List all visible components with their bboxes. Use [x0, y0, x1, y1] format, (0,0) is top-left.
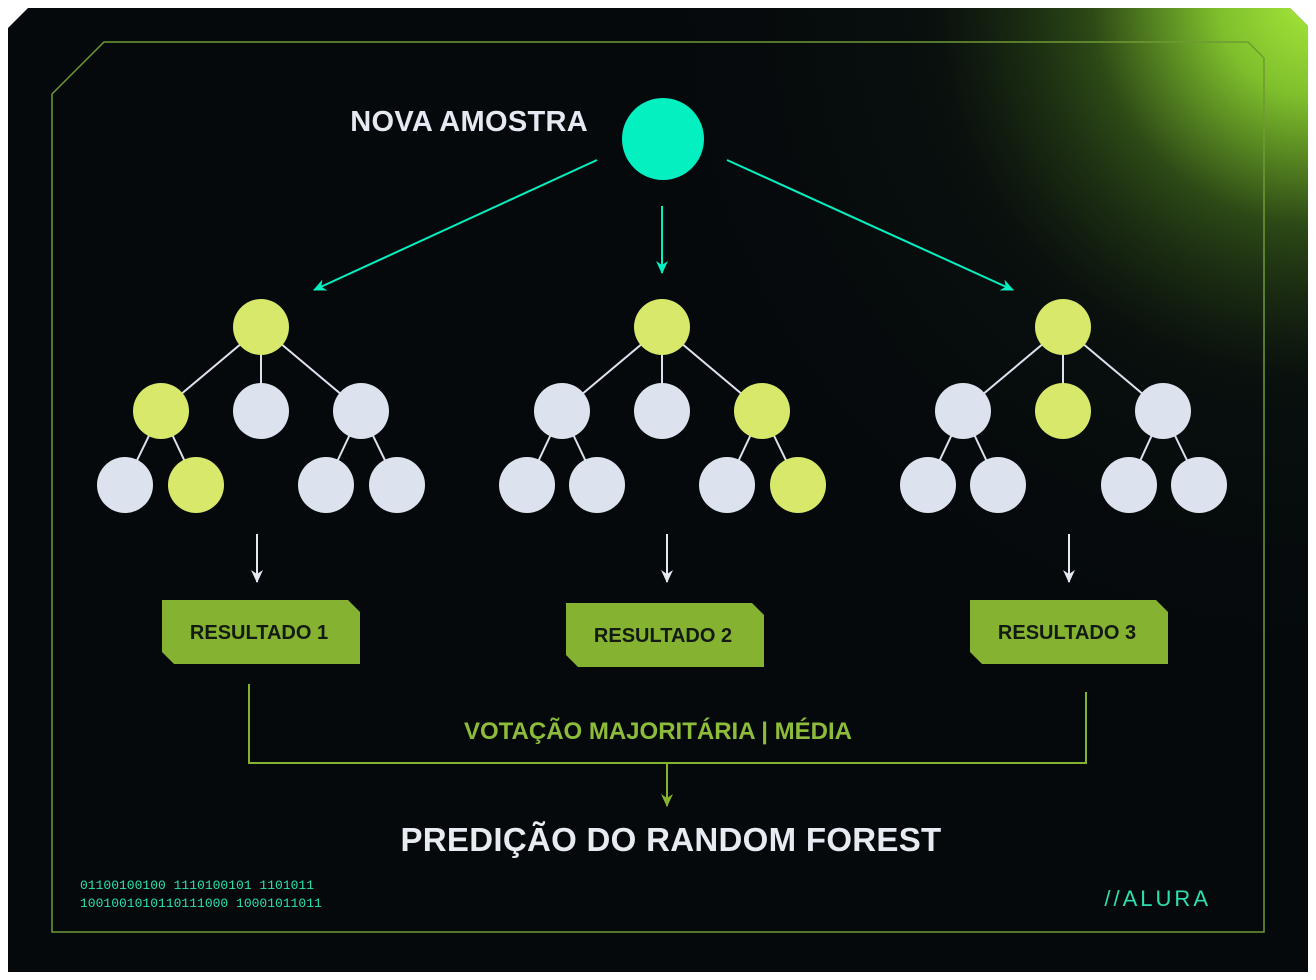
- tree-2-leaf-node: [699, 457, 755, 513]
- decision-tree-1: [97, 299, 425, 513]
- result-label-1: RESULTADO 1: [190, 622, 328, 644]
- tree-1-node: [333, 383, 389, 439]
- tree-3-node: [1135, 383, 1191, 439]
- decision-tree-3: [900, 299, 1227, 513]
- aggregation-label: VOTAÇÃO MAJORITÁRIA | MÉDIA: [464, 717, 852, 745]
- tree-3-node: [1035, 383, 1091, 439]
- input-node: [622, 98, 704, 180]
- tree-2-node: [634, 383, 690, 439]
- tree-2-root-node: [634, 299, 690, 355]
- result-box-3: [970, 600, 1168, 664]
- prediction-label: PREDIÇÃO DO RANDOM FOREST: [400, 821, 941, 858]
- tree-3-leaf-node: [1171, 457, 1227, 513]
- tree-2-leaf-node: [499, 457, 555, 513]
- tree-1-leaf-node: [97, 457, 153, 513]
- tree-1-leaf-node: [369, 457, 425, 513]
- tree-1-node: [133, 383, 189, 439]
- result-box-2: [566, 603, 764, 667]
- decision-tree-2: [499, 299, 826, 513]
- arrow-to-tree-3: [726, 159, 1014, 291]
- result-label-3: RESULTADO 3: [998, 622, 1136, 644]
- tree-2-node: [734, 383, 790, 439]
- tree-1-leaf-node: [168, 457, 224, 513]
- input-label: NOVA AMOSTRA: [350, 106, 588, 138]
- tree-1-leaf-node: [298, 457, 354, 513]
- tree-3-root-node: [1035, 299, 1091, 355]
- tree-2-leaf-node: [569, 457, 625, 513]
- tree-1-node: [233, 383, 289, 439]
- arrow-to-tree-1: [313, 159, 598, 291]
- binary-decoration-line-1: 01100100100 1110100101 1101011: [80, 878, 314, 893]
- binary-decoration-line-2: 1001001010110111000 10001011011: [80, 896, 322, 911]
- tree-3-leaf-node: [970, 457, 1026, 513]
- frame-border: [51, 41, 1265, 933]
- background-glow: [8, 8, 1308, 972]
- tree-3-leaf-node: [900, 457, 956, 513]
- result-label-2: RESULTADO 2: [594, 625, 732, 647]
- tree-3-node: [935, 383, 991, 439]
- tree-2-node: [534, 383, 590, 439]
- tree-2-leaf-node: [770, 457, 826, 513]
- brand-logo: //ALURA: [1104, 886, 1211, 911]
- tree-1-root-node: [233, 299, 289, 355]
- result-box-1: [162, 600, 360, 664]
- tree-3-leaf-node: [1101, 457, 1157, 513]
